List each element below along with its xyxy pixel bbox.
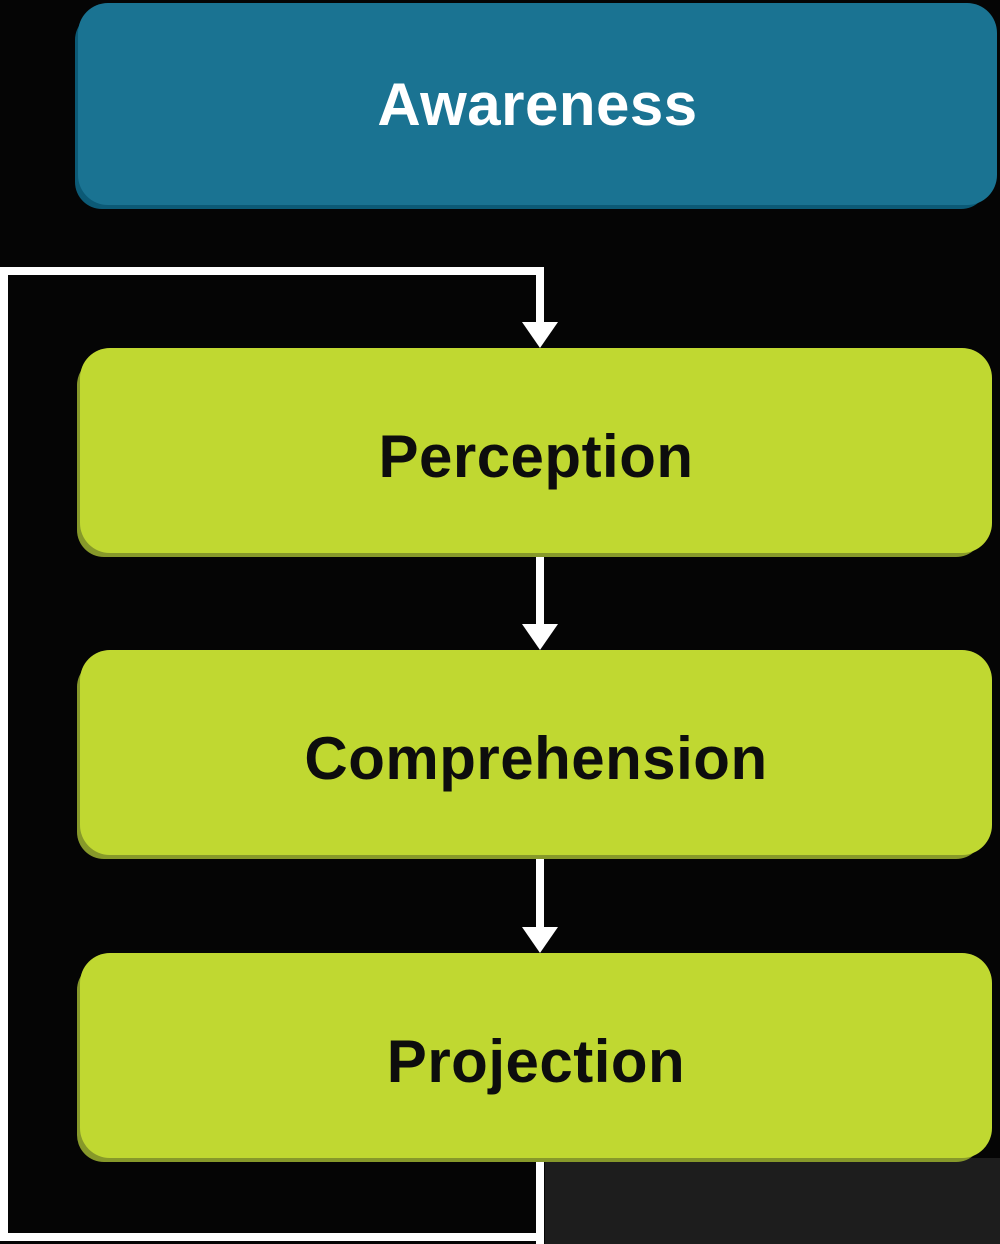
arrow-to-perception-stem <box>536 275 544 324</box>
arrow-to-comprehension-head-icon <box>522 624 558 650</box>
feedback-line-bottom <box>0 1233 544 1241</box>
bottom-right-panel <box>545 1158 1000 1244</box>
projection-label: Projection <box>386 1028 686 1095</box>
arrow-to-projection-stem <box>536 855 544 929</box>
awareness-label: Awareness <box>377 70 698 138</box>
arrow-to-perception-head-icon <box>522 322 558 348</box>
feedback-line-top <box>0 267 544 275</box>
comprehension-box: Comprehension <box>80 650 992 855</box>
arrow-to-projection-head-icon <box>522 927 558 953</box>
feedback-line-left <box>0 267 8 1241</box>
awareness-box: Awareness <box>78 3 997 205</box>
comprehension-label: Comprehension <box>304 725 768 792</box>
perception-label: Perception <box>378 423 694 490</box>
projection-box: Projection <box>80 953 992 1158</box>
arrow-to-comprehension-stem <box>536 553 544 626</box>
projection-output-line <box>536 1158 544 1244</box>
perception-box: Perception <box>80 348 992 553</box>
